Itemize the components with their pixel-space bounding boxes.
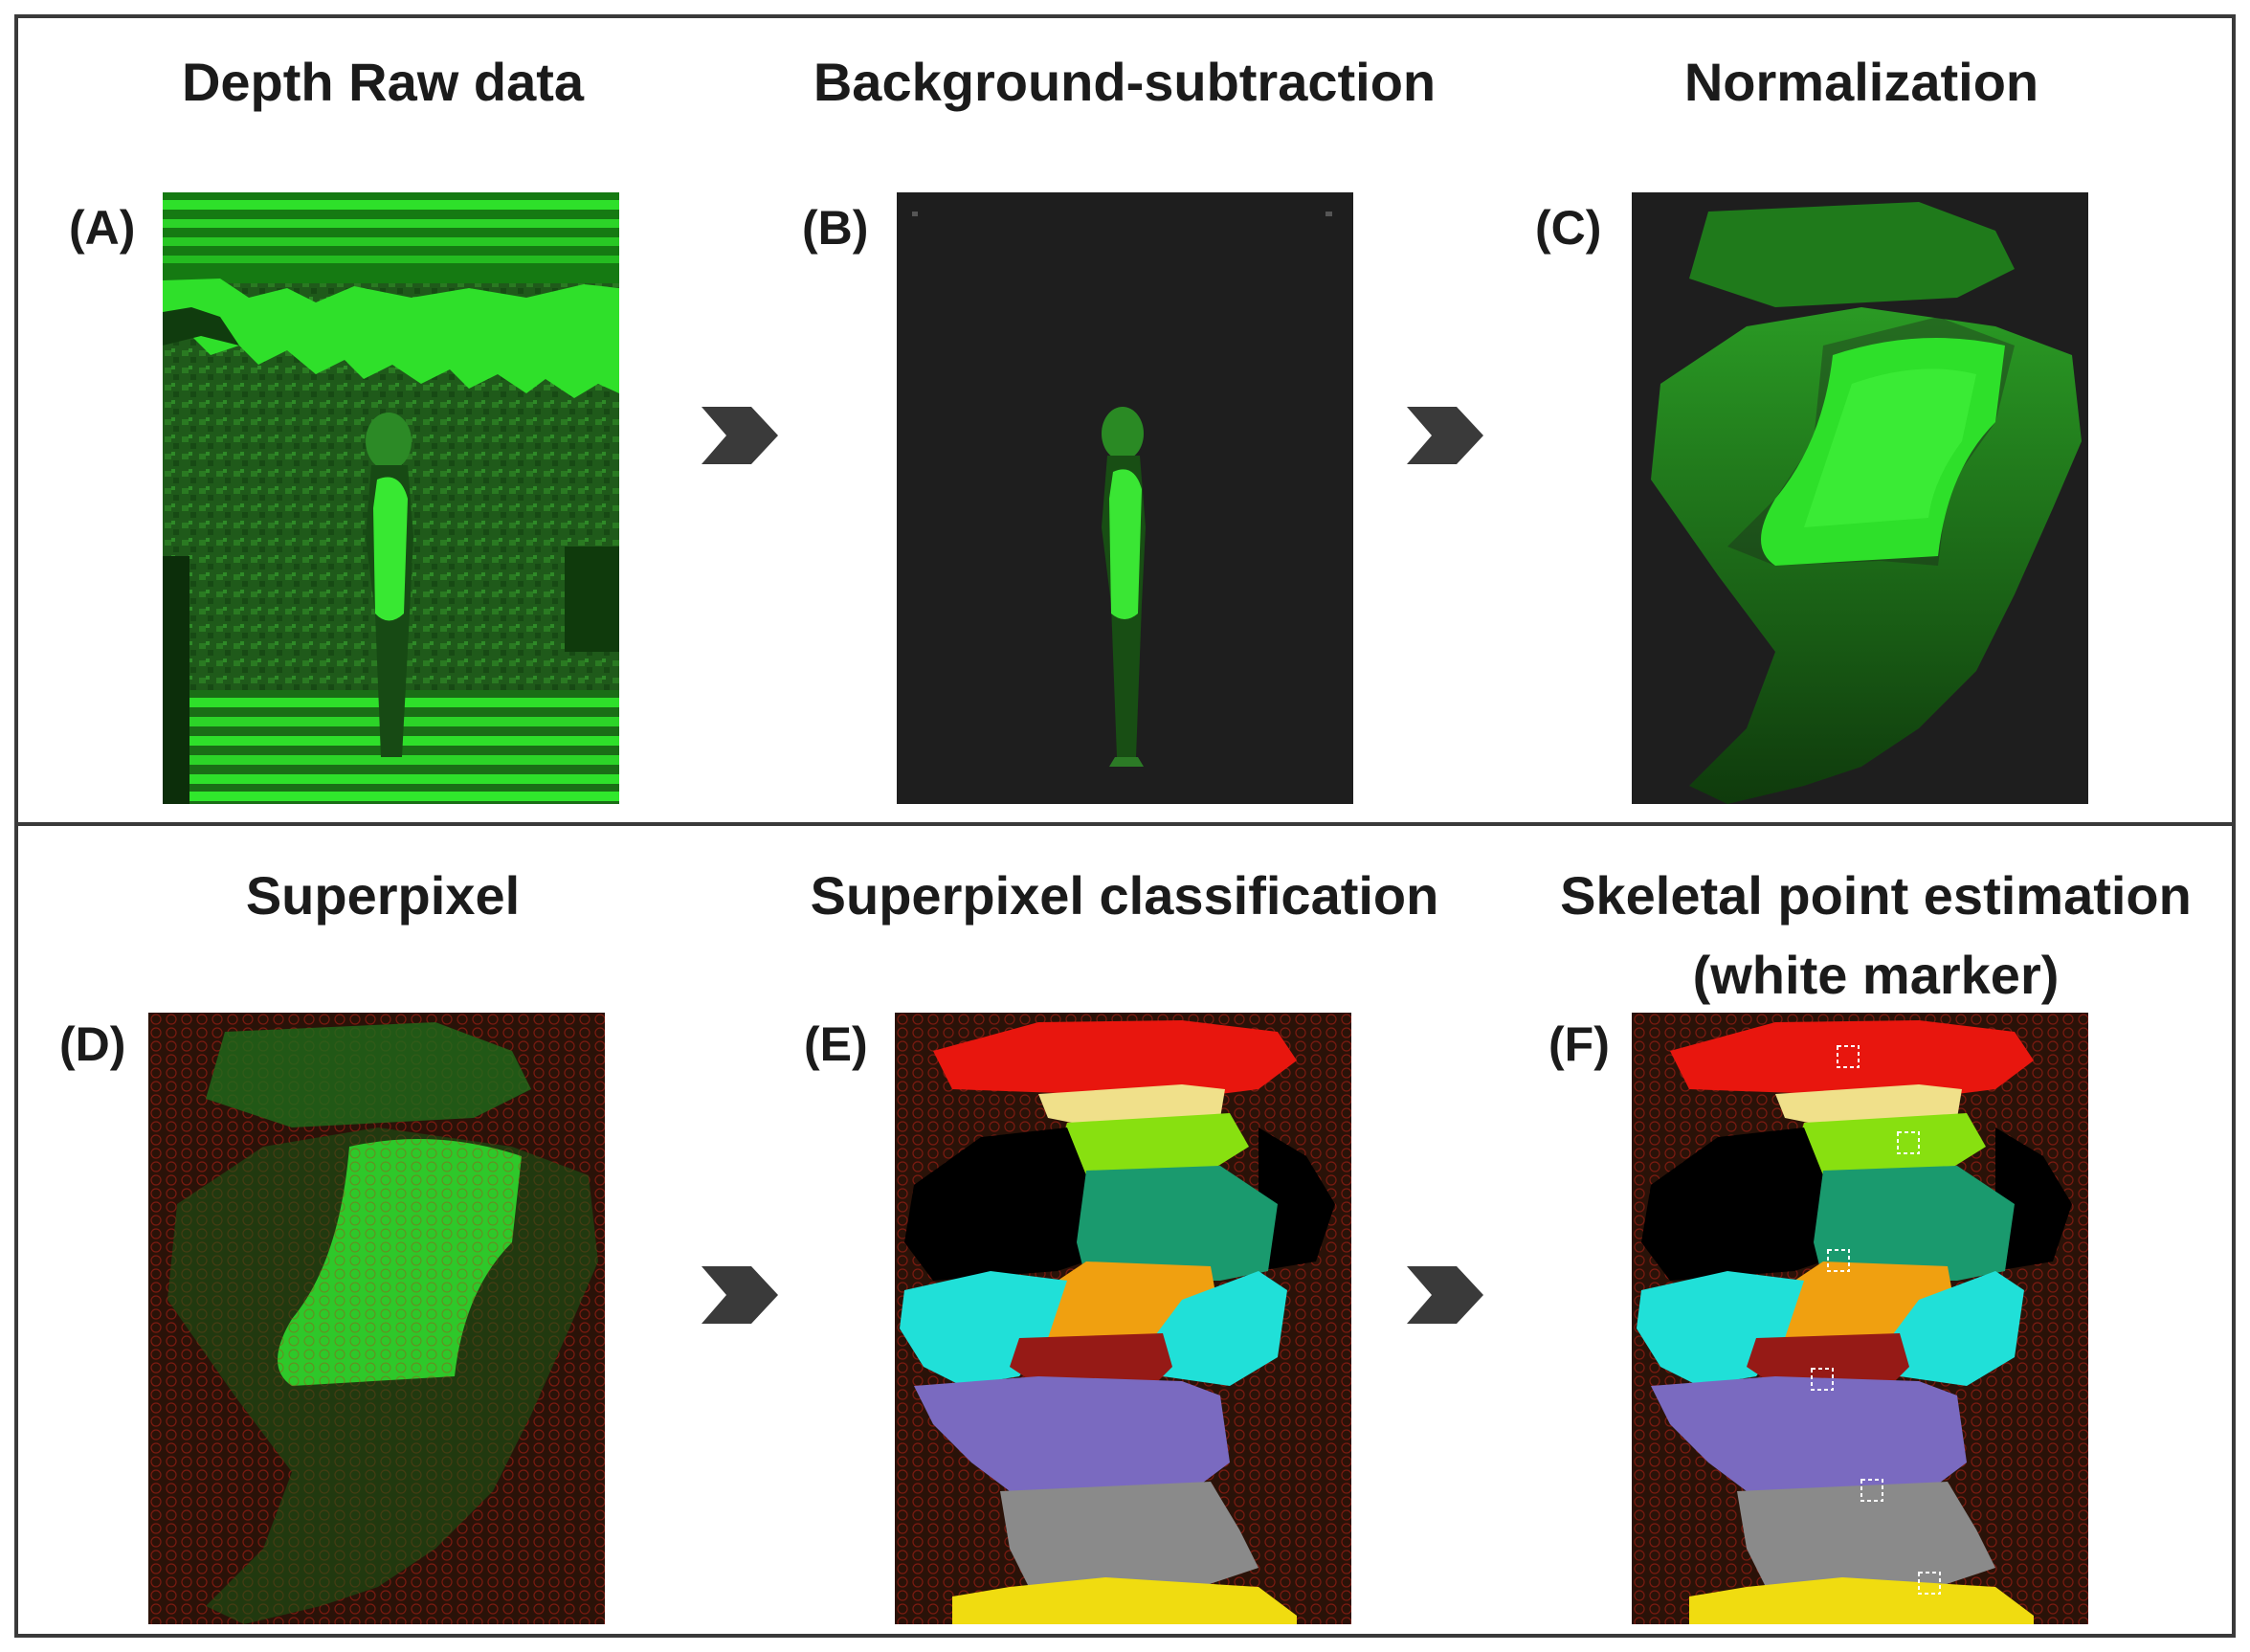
chevron-right-icon bbox=[702, 1266, 778, 1324]
background-subtraction-image bbox=[897, 192, 1353, 804]
skeletal-marker-foot bbox=[1918, 1572, 1941, 1595]
panel-label-b: (B) bbox=[802, 201, 869, 255]
skeletal-point-estimation-image bbox=[1632, 1013, 2088, 1624]
skeletal-marker-torso bbox=[1827, 1249, 1850, 1272]
step-title-background-subtraction: Background-subtraction bbox=[813, 52, 1437, 112]
normalization-image bbox=[1632, 192, 2088, 804]
panel-label-a: (A) bbox=[69, 201, 136, 255]
panel-label-e: (E) bbox=[804, 1017, 868, 1071]
step-title-normalization: Normalization bbox=[1683, 52, 2039, 112]
chevron-right-icon bbox=[702, 407, 778, 464]
superpixel-image bbox=[148, 1013, 605, 1624]
chevron-right-icon bbox=[1407, 407, 1483, 464]
skeletal-marker-pelvis bbox=[1811, 1368, 1834, 1391]
step-title-depth-raw-data: Depth Raw data bbox=[181, 52, 585, 112]
skeletal-marker-neck bbox=[1897, 1131, 1920, 1154]
depth-raw-image bbox=[163, 192, 619, 804]
superpixel-classification-image bbox=[895, 1013, 1351, 1624]
step-title-superpixel-classification: Superpixel classification bbox=[810, 865, 1439, 926]
skeletal-marker-head bbox=[1837, 1045, 1860, 1068]
panel-label-c: (C) bbox=[1535, 201, 1602, 255]
figure-frame bbox=[14, 14, 2236, 1638]
chevron-right-icon bbox=[1407, 1266, 1483, 1324]
panel-label-f: (F) bbox=[1548, 1017, 1610, 1071]
step-title-skeletal-point-estimation: Skeletal point estimation bbox=[1560, 865, 2192, 926]
step-title-superpixel: Superpixel bbox=[245, 865, 521, 926]
step-title-white-marker-note: (white marker) bbox=[1692, 945, 2060, 1005]
row-divider bbox=[14, 822, 2236, 826]
panel-label-d: (D) bbox=[59, 1017, 126, 1071]
skeletal-marker-knee bbox=[1860, 1479, 1883, 1502]
